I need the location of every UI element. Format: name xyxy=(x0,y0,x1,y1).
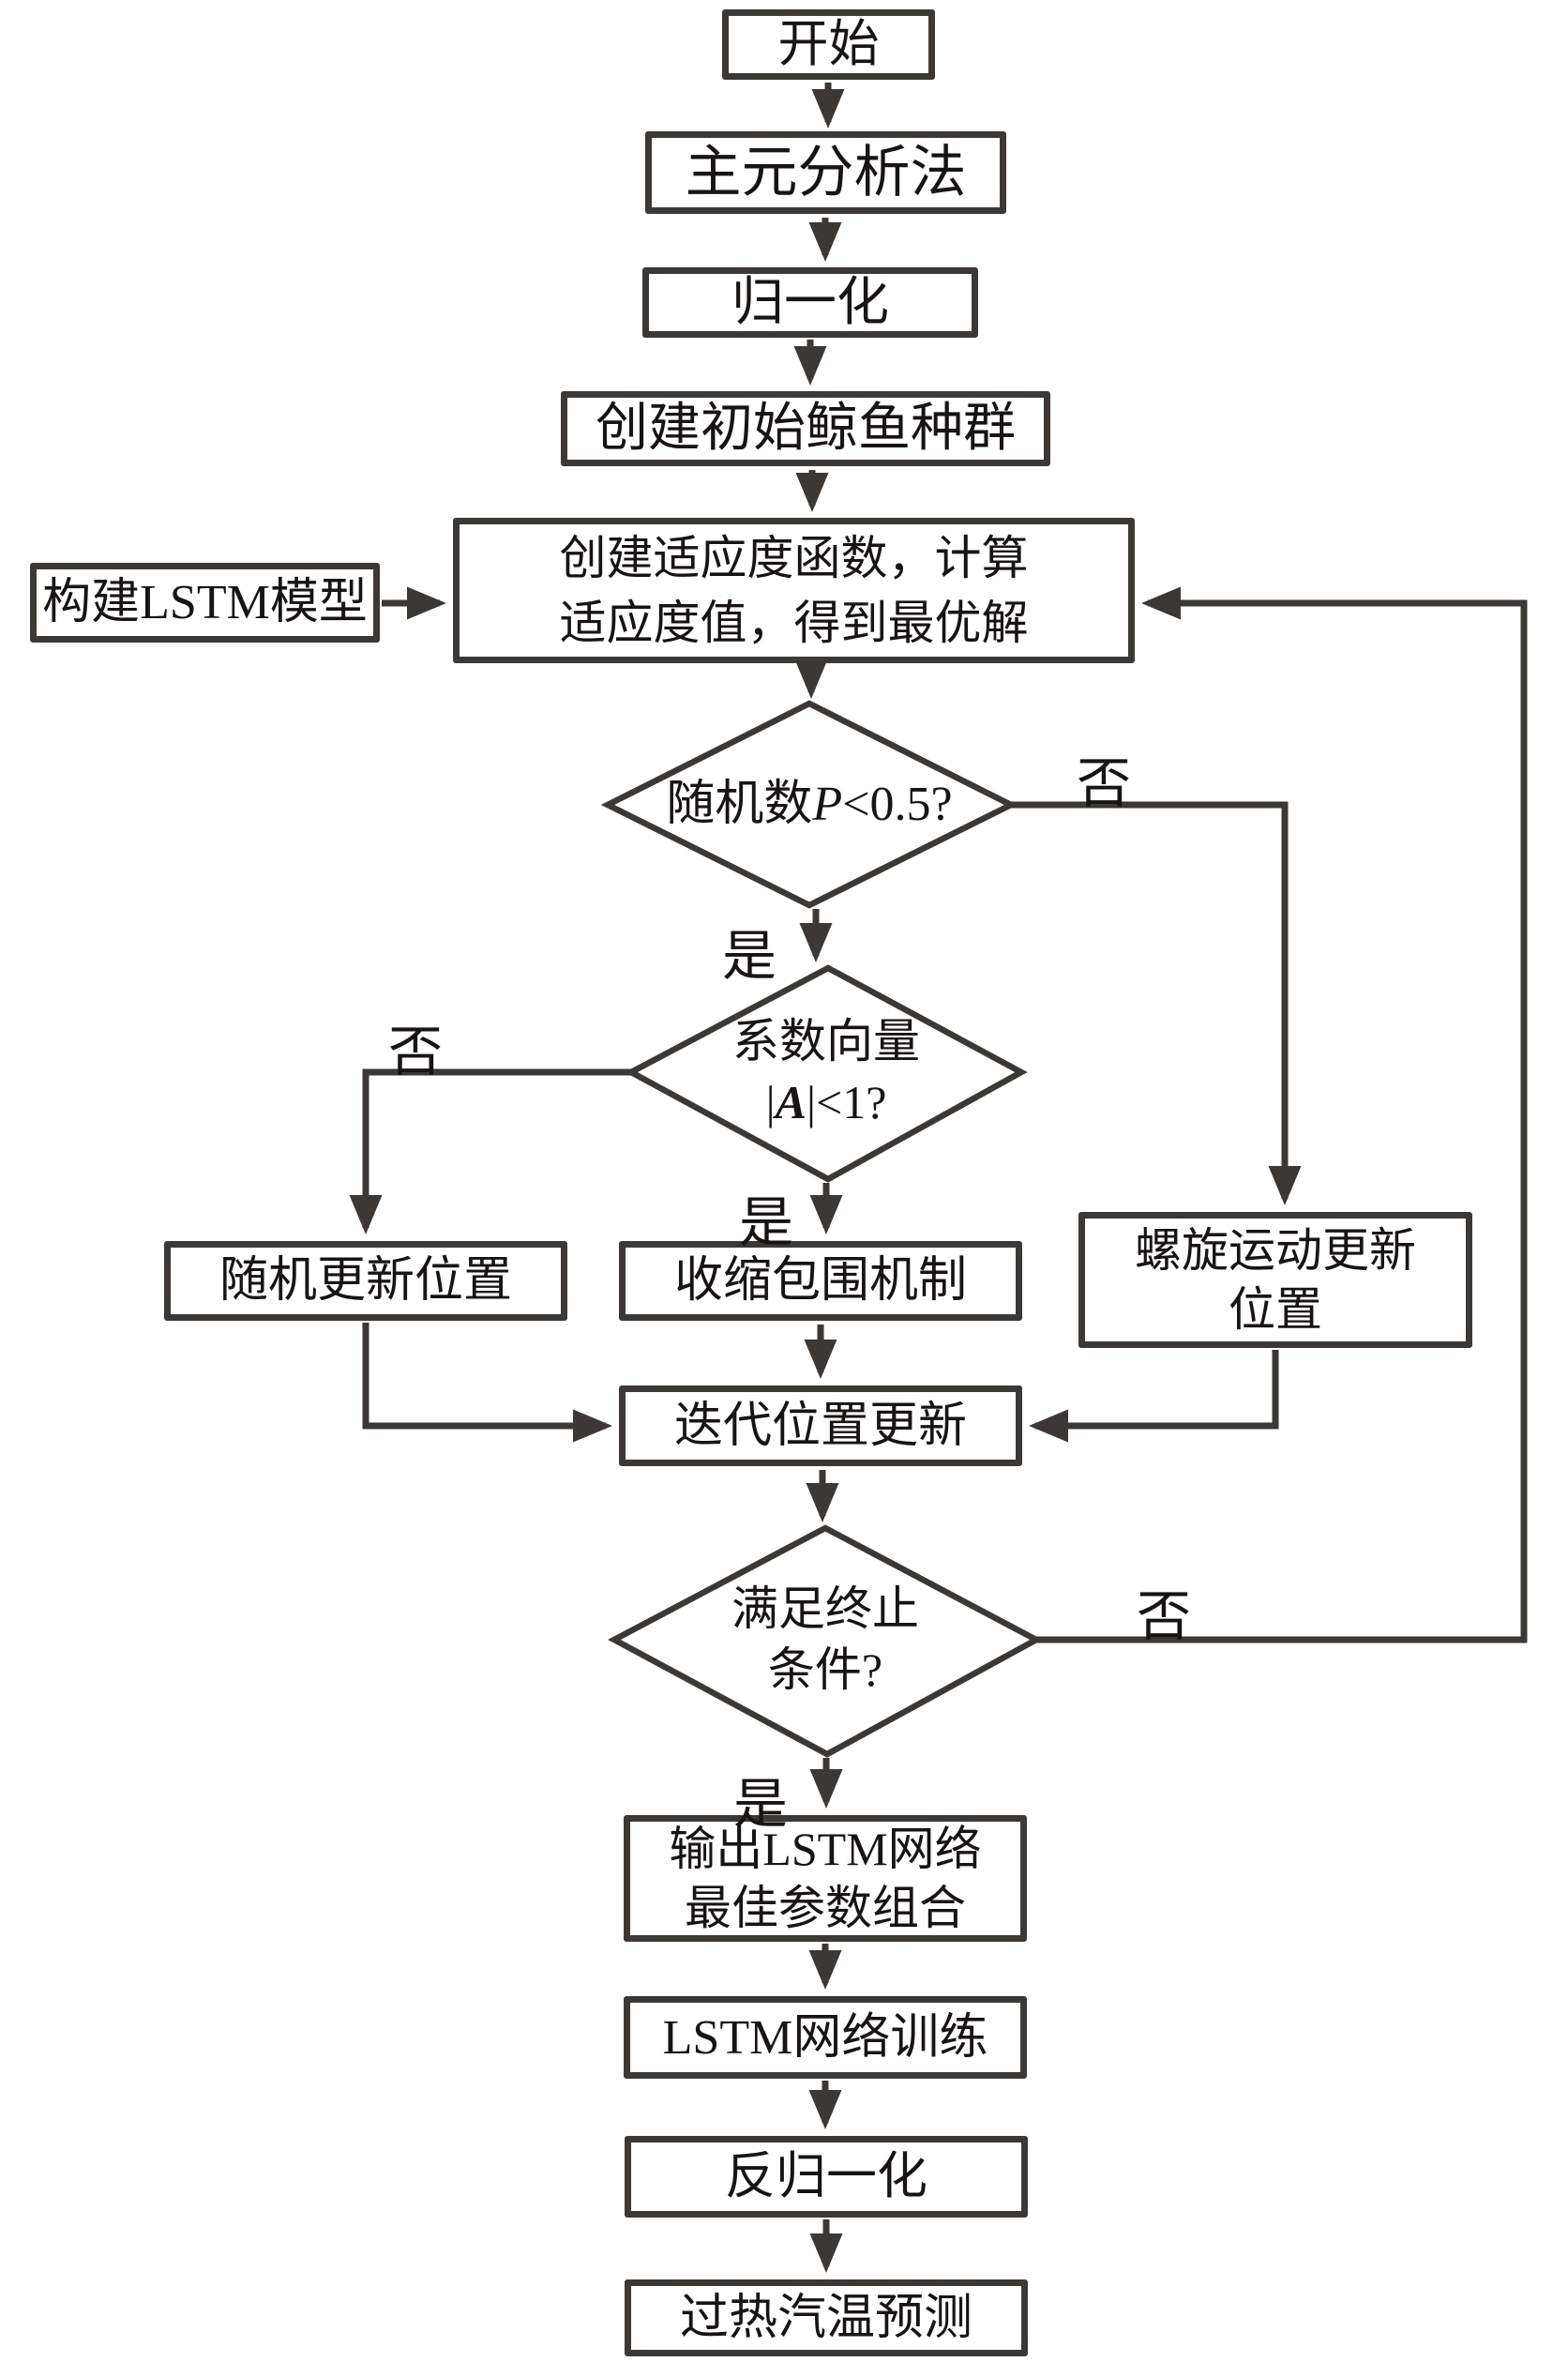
node-output-params-line1: 输出LSTM网络 xyxy=(669,1823,982,1875)
node-spiral-update: 螺旋运动更新 位置 xyxy=(1078,1212,1472,1348)
node-lstm-train-label: LSTM网络训练 xyxy=(662,2010,988,2065)
node-spiral-update-line1: 螺旋运动更新 xyxy=(1135,1224,1416,1277)
edge-spiral-to-iterate xyxy=(1029,1350,1279,1443)
node-denormalize-label: 反归一化 xyxy=(725,2147,927,2204)
decision-coefficient-a-line1: 系数向量 xyxy=(732,1015,920,1067)
label-yes-terminate: 是 xyxy=(733,1774,789,1835)
label-no-coefficient-a: 否 xyxy=(388,1022,444,1083)
node-predict: 过热汽温预测 xyxy=(625,2279,1028,2356)
decision-terminate-shape xyxy=(608,1524,1043,1758)
node-init-population: 创建初始鲸鱼种群 xyxy=(561,391,1050,466)
node-random-update-label: 随机更新位置 xyxy=(219,1254,512,1308)
node-build-lstm: 构建LSTM模型 xyxy=(30,563,380,643)
node-output-params: 输出LSTM网络 最佳参数组合 xyxy=(624,1815,1027,1942)
node-normalize-label: 归一化 xyxy=(731,273,889,332)
node-iterate-update-label: 迭代位置更新 xyxy=(673,1399,967,1453)
edge-decision-p-no-to-spiral xyxy=(1011,801,1302,1205)
label-no-random-p: 否 xyxy=(1077,753,1132,814)
node-predict-label: 过热汽温预测 xyxy=(679,2291,972,2345)
decision-random-p-text: 随机数P<0.5? xyxy=(666,778,953,832)
decision-terminate-line1: 满足终止 xyxy=(731,1582,919,1635)
node-fitness: 创建适应度函数，计算 适应度值，得到最优解 xyxy=(453,518,1135,663)
edge-decision-a-no-to-random-update xyxy=(349,1068,631,1234)
node-spiral-update-line2: 位置 xyxy=(1229,1282,1322,1336)
decision-terminate-line2: 条件? xyxy=(767,1643,883,1696)
label-yes-coefficient-a: 是 xyxy=(739,1192,794,1253)
node-output-params-line2: 最佳参数组合 xyxy=(685,1881,966,1934)
node-normalize: 归一化 xyxy=(642,267,978,338)
decision-coefficient-a-shape xyxy=(625,964,1028,1183)
label-no-terminate: 否 xyxy=(1137,1586,1192,1647)
node-denormalize: 反归一化 xyxy=(625,2136,1028,2218)
node-start-label: 开始 xyxy=(777,15,880,72)
edge-terminate-no-feedback-to-fitness xyxy=(1036,586,1528,1643)
node-iterate-update: 迭代位置更新 xyxy=(619,1385,1022,1466)
node-pca-label: 主元分析法 xyxy=(685,141,967,204)
decision-random-p-label: 随机数P<0.5? xyxy=(600,767,1018,842)
node-shrink-encircle: 收缩包围机制 xyxy=(619,1241,1022,1321)
node-random-update: 随机更新位置 xyxy=(164,1241,567,1321)
node-shrink-encircle-label: 收缩包围机制 xyxy=(673,1254,967,1308)
node-init-population-label: 创建初始鲸鱼种群 xyxy=(596,400,1016,458)
edge-random-update-to-iterate xyxy=(362,1323,612,1443)
node-lstm-train: LSTM网络训练 xyxy=(624,1996,1027,2079)
node-fitness-line2: 适应度值，得到最优解 xyxy=(559,596,1029,649)
node-build-lstm-label: 构建LSTM模型 xyxy=(42,576,368,629)
decision-coefficient-a-label: 系数向量 |A|<1? xyxy=(631,997,1021,1147)
label-yes-random-p: 是 xyxy=(722,926,777,987)
node-fitness-line1: 创建适应度函数，计算 xyxy=(559,531,1029,584)
decision-random-p-shape xyxy=(600,700,1018,909)
decision-terminate-label: 满足终止 条件? xyxy=(614,1565,1036,1715)
node-start: 开始 xyxy=(722,9,935,80)
decision-coefficient-a-line2: |A|<1? xyxy=(765,1076,887,1128)
node-pca: 主元分析法 xyxy=(645,131,1006,214)
